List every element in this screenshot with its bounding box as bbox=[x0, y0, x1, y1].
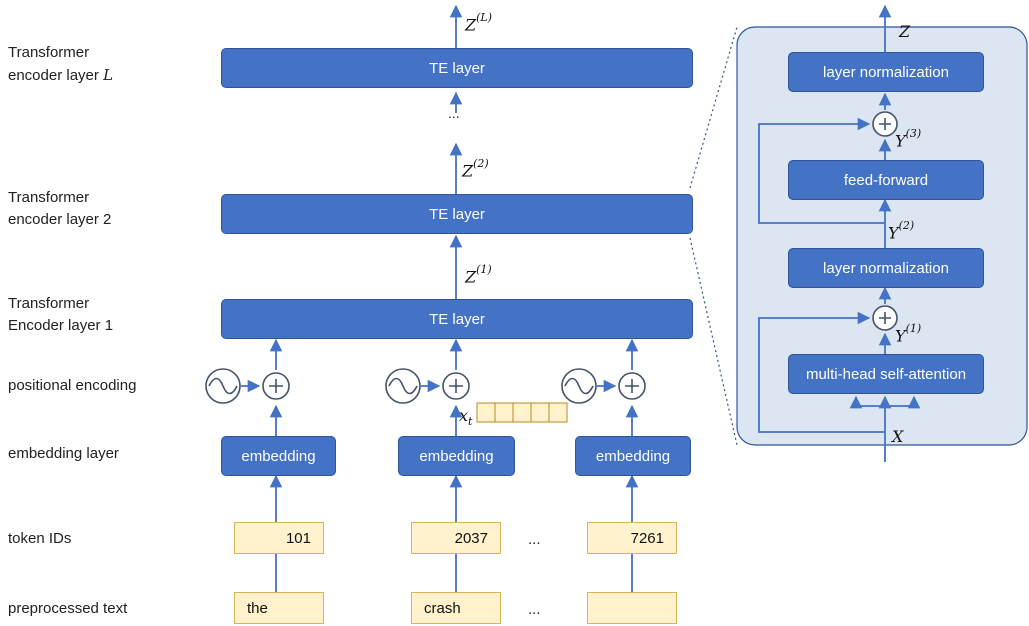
xt-base: x bbox=[459, 406, 469, 425]
detail-y2-sup: (2) bbox=[898, 219, 915, 232]
detail-layer-norm-top: layer normalization bbox=[788, 52, 984, 92]
zoom-line-bottom bbox=[689, 237, 738, 446]
detail-y2-label: Y(2) bbox=[888, 219, 915, 243]
detail-multi-head-attention: multi-head self-attention bbox=[788, 354, 984, 394]
detail-y3-label: Y(3) bbox=[895, 127, 922, 151]
row-label-layer-l: Transformer encoder layer L bbox=[8, 42, 113, 87]
z-L-base: Z bbox=[465, 15, 477, 35]
row-label-layer-1: Transformer Encoder layer 1 bbox=[8, 293, 113, 337]
te-layer-2: TE layer bbox=[221, 194, 693, 234]
detail-panel bbox=[736, 26, 1028, 446]
row-label-layer-l-line2: encoder layer L bbox=[8, 64, 113, 87]
token-id-box-1: 101 bbox=[234, 522, 324, 554]
detail-y1-base: Y bbox=[895, 326, 906, 346]
detail-x-label: X bbox=[892, 427, 904, 446]
detail-y1-sup: (1) bbox=[905, 322, 922, 335]
row-label-layer-l-text: encoder layer bbox=[8, 67, 104, 84]
te-layer-L: TE layer bbox=[221, 48, 693, 88]
z-L-label: Z(L) bbox=[465, 11, 493, 35]
embedding-box-3: embedding bbox=[575, 436, 691, 476]
detail-y2-base: Y bbox=[888, 223, 899, 243]
row-label-positional-encoding: positional encoding bbox=[8, 377, 137, 394]
embedding-box-2: embedding bbox=[398, 436, 515, 476]
row-label-embedding-layer: embedding layer bbox=[8, 445, 119, 462]
te-layer-1: TE layer bbox=[221, 299, 693, 339]
row-label-layer-2-line1: Transformer bbox=[8, 189, 90, 206]
detail-feed-forward: feed-forward bbox=[788, 160, 984, 200]
token-text-ellipsis: ... bbox=[528, 601, 541, 618]
detail-y1-label: Y(1) bbox=[895, 322, 922, 346]
z-L-sup: (L) bbox=[476, 11, 493, 24]
z-1-base: Z bbox=[465, 267, 477, 287]
detail-y3-sup: (3) bbox=[905, 127, 922, 140]
embedding-box-1: embedding bbox=[221, 436, 336, 476]
detail-y3-base: Y bbox=[895, 131, 906, 151]
row-label-token-ids: token IDs bbox=[8, 530, 72, 547]
z-1-sup: (1) bbox=[476, 263, 492, 276]
detail-plus-icons bbox=[872, 111, 898, 331]
zoom-line-top bbox=[689, 26, 738, 189]
detail-z-label: Z bbox=[899, 22, 911, 41]
row-label-preprocessed-text: preprocessed text bbox=[8, 600, 128, 617]
plus-icons bbox=[262, 372, 646, 400]
sinusoid-icons bbox=[205, 368, 597, 404]
xt-vector bbox=[476, 402, 568, 423]
z-1-label: Z(1) bbox=[465, 263, 492, 287]
z-2-base: Z bbox=[462, 161, 474, 181]
detail-layer-norm-bottom: layer normalization bbox=[788, 248, 984, 288]
layer-ellipsis: ... bbox=[448, 105, 460, 121]
xt-sub: t bbox=[468, 415, 473, 429]
xt-label: xt bbox=[459, 406, 472, 428]
row-label-layer-2: Transformer encoder layer 2 bbox=[8, 187, 111, 231]
z-2-sup: (2) bbox=[473, 157, 489, 170]
token-id-ellipsis: ... bbox=[528, 531, 541, 548]
row-label-layer-1-line2: Encoder layer 1 bbox=[8, 317, 114, 334]
row-label-layer-l-line1: Transformer bbox=[8, 44, 90, 61]
token-id-box-2: 2037 bbox=[411, 522, 501, 554]
z-2-label: Z(2) bbox=[462, 157, 489, 181]
row-label-layer-2-line2: encoder layer 2 bbox=[8, 211, 112, 228]
row-label-layer-1-line1: Transformer bbox=[8, 295, 90, 312]
token-id-box-3: 7261 bbox=[587, 522, 677, 554]
token-text-box-3 bbox=[587, 592, 677, 624]
detail-arrows bbox=[758, 4, 921, 462]
row-label-layer-l-var: L bbox=[103, 66, 114, 84]
token-text-box-2: crash bbox=[411, 592, 501, 624]
token-text-box-1: the bbox=[234, 592, 324, 624]
